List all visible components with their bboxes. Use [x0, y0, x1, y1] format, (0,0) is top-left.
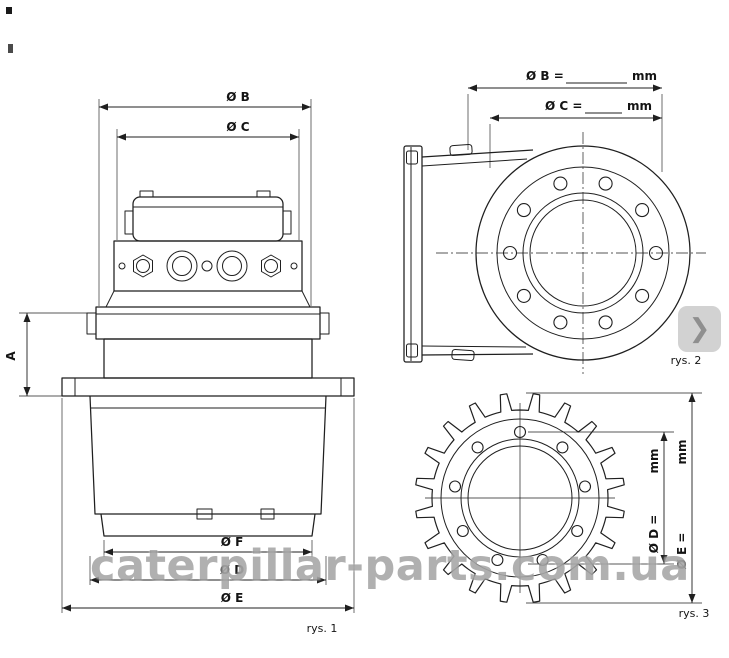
- band-flare-right: [301, 290, 311, 308]
- drum-bottom-step: [100, 513, 316, 537]
- dim-label-b2: Ø B =: [526, 69, 564, 83]
- dim-label-f: Ø F: [221, 535, 244, 549]
- housing-face-circle: [496, 166, 670, 340]
- dim-label-e: Ø E: [221, 591, 244, 605]
- hub-ring-inner: [467, 445, 573, 551]
- body-lug-top: [449, 143, 473, 157]
- flange-tab-right: [319, 312, 330, 335]
- bolt-hole: [553, 315, 568, 330]
- bolt-hole: [516, 203, 531, 218]
- upper-flange: [95, 306, 321, 340]
- sprocket-teeth-outline: [415, 393, 625, 603]
- bolt-hole: [536, 553, 549, 567]
- bolt-hole: [571, 524, 584, 538]
- plate-detail-bottom: [406, 343, 418, 358]
- bore-ring-outer: [522, 192, 644, 314]
- watermark-text: caterpillar-parts.com.ua: [90, 541, 690, 591]
- dim-label-d3: Ø D =: [647, 515, 661, 554]
- dim-label-c: Ø C: [226, 120, 249, 134]
- hub-ring-outer: [460, 438, 580, 558]
- plate-detail-top: [406, 150, 418, 165]
- bore-ring-inner: [529, 199, 637, 307]
- bolt-hole: [448, 480, 462, 493]
- next-arrow-button[interactable]: ❯: [678, 306, 721, 352]
- hex-plug-left-bore: [136, 259, 150, 273]
- artifact-mark: [6, 7, 12, 14]
- dim-unit-d3: mm: [647, 448, 661, 473]
- hex-plug-right: [261, 254, 281, 278]
- flange-tab-left: [86, 312, 97, 335]
- sprocket-rim-circle: [440, 418, 600, 578]
- bolt-hole: [456, 524, 469, 538]
- figure-2-housing-side-view: Ø B = mm Ø C = mm rys. 2: [403, 69, 706, 374]
- cover-lug-left: [124, 210, 134, 235]
- dim-unit-c2: mm: [627, 99, 652, 113]
- port-right-outer: [216, 250, 248, 282]
- bolt-hole: [513, 425, 527, 439]
- bolt-hole: [556, 441, 569, 454]
- port-center-small: [201, 260, 213, 272]
- chevron-right-icon: ❯: [688, 314, 711, 344]
- bolt-hole: [635, 203, 650, 218]
- body-top-outer: [421, 149, 534, 158]
- dim-label-e3: Ø E =: [675, 533, 689, 570]
- bolt-hole: [578, 480, 592, 493]
- port-left-inner: [172, 256, 192, 276]
- housing-outer-circle: [475, 145, 691, 361]
- bolt-hole: [516, 288, 531, 303]
- drain-plug-left: [196, 508, 213, 520]
- figure-3-caption: rys. 3: [679, 607, 710, 620]
- figure-1-final-drive-front-view: Ø B Ø C A Ø F Ø D Ø E rys. 1: [4, 90, 355, 635]
- bolt-hole: [598, 176, 613, 191]
- bolt-hole: [471, 441, 484, 454]
- disc-flange: [61, 377, 355, 397]
- housing-bolt-circle: [502, 176, 664, 330]
- hex-plug-right-bore: [264, 259, 278, 273]
- body-bottom-outer: [421, 353, 534, 356]
- body-lug-bottom: [451, 348, 475, 362]
- body-bottom-inner: [421, 345, 527, 348]
- bolt-hole: [648, 245, 664, 261]
- artifact-mark: [8, 44, 13, 53]
- dim-unit-b2: mm: [632, 69, 657, 83]
- dim-unit-e3: mm: [675, 439, 689, 464]
- sprocket-teeth: [415, 393, 625, 603]
- figure-2-caption: rys. 2: [671, 354, 702, 367]
- neck-section: [103, 338, 313, 379]
- port-left-outer: [166, 250, 198, 282]
- port-right-inner: [222, 256, 242, 276]
- figure-1-caption: rys. 1: [307, 622, 338, 635]
- drain-plug-right: [260, 508, 275, 520]
- hex-plug-left: [133, 254, 153, 278]
- sprocket-bolt-circle: [448, 425, 592, 567]
- dim-label-d: Ø D: [220, 563, 244, 577]
- bolt-hole: [635, 288, 650, 303]
- cover-tab-left: [139, 190, 154, 198]
- cover-outline: [132, 196, 284, 242]
- band-flare-left: [105, 290, 115, 308]
- port-tiny-right: [290, 262, 298, 270]
- dim-label-a: A: [4, 351, 18, 361]
- dim-label-b: Ø B: [226, 90, 250, 104]
- cover-lug-right: [282, 210, 292, 235]
- bolt-hole: [598, 315, 613, 330]
- body-top-inner: [421, 158, 528, 167]
- bolt-hole: [502, 245, 518, 261]
- bolt-hole: [491, 553, 504, 567]
- dim-label-c2: Ø C =: [545, 99, 582, 113]
- drum-outline: [89, 395, 327, 515]
- port-tiny-left: [118, 262, 126, 270]
- bolt-hole: [553, 176, 568, 191]
- mount-plate: [403, 145, 423, 363]
- figure-3-sprocket-view: mm Ø D = mm Ø E = rys. 3: [415, 392, 710, 620]
- port-band: [113, 240, 303, 292]
- cover-tab-right: [256, 190, 271, 198]
